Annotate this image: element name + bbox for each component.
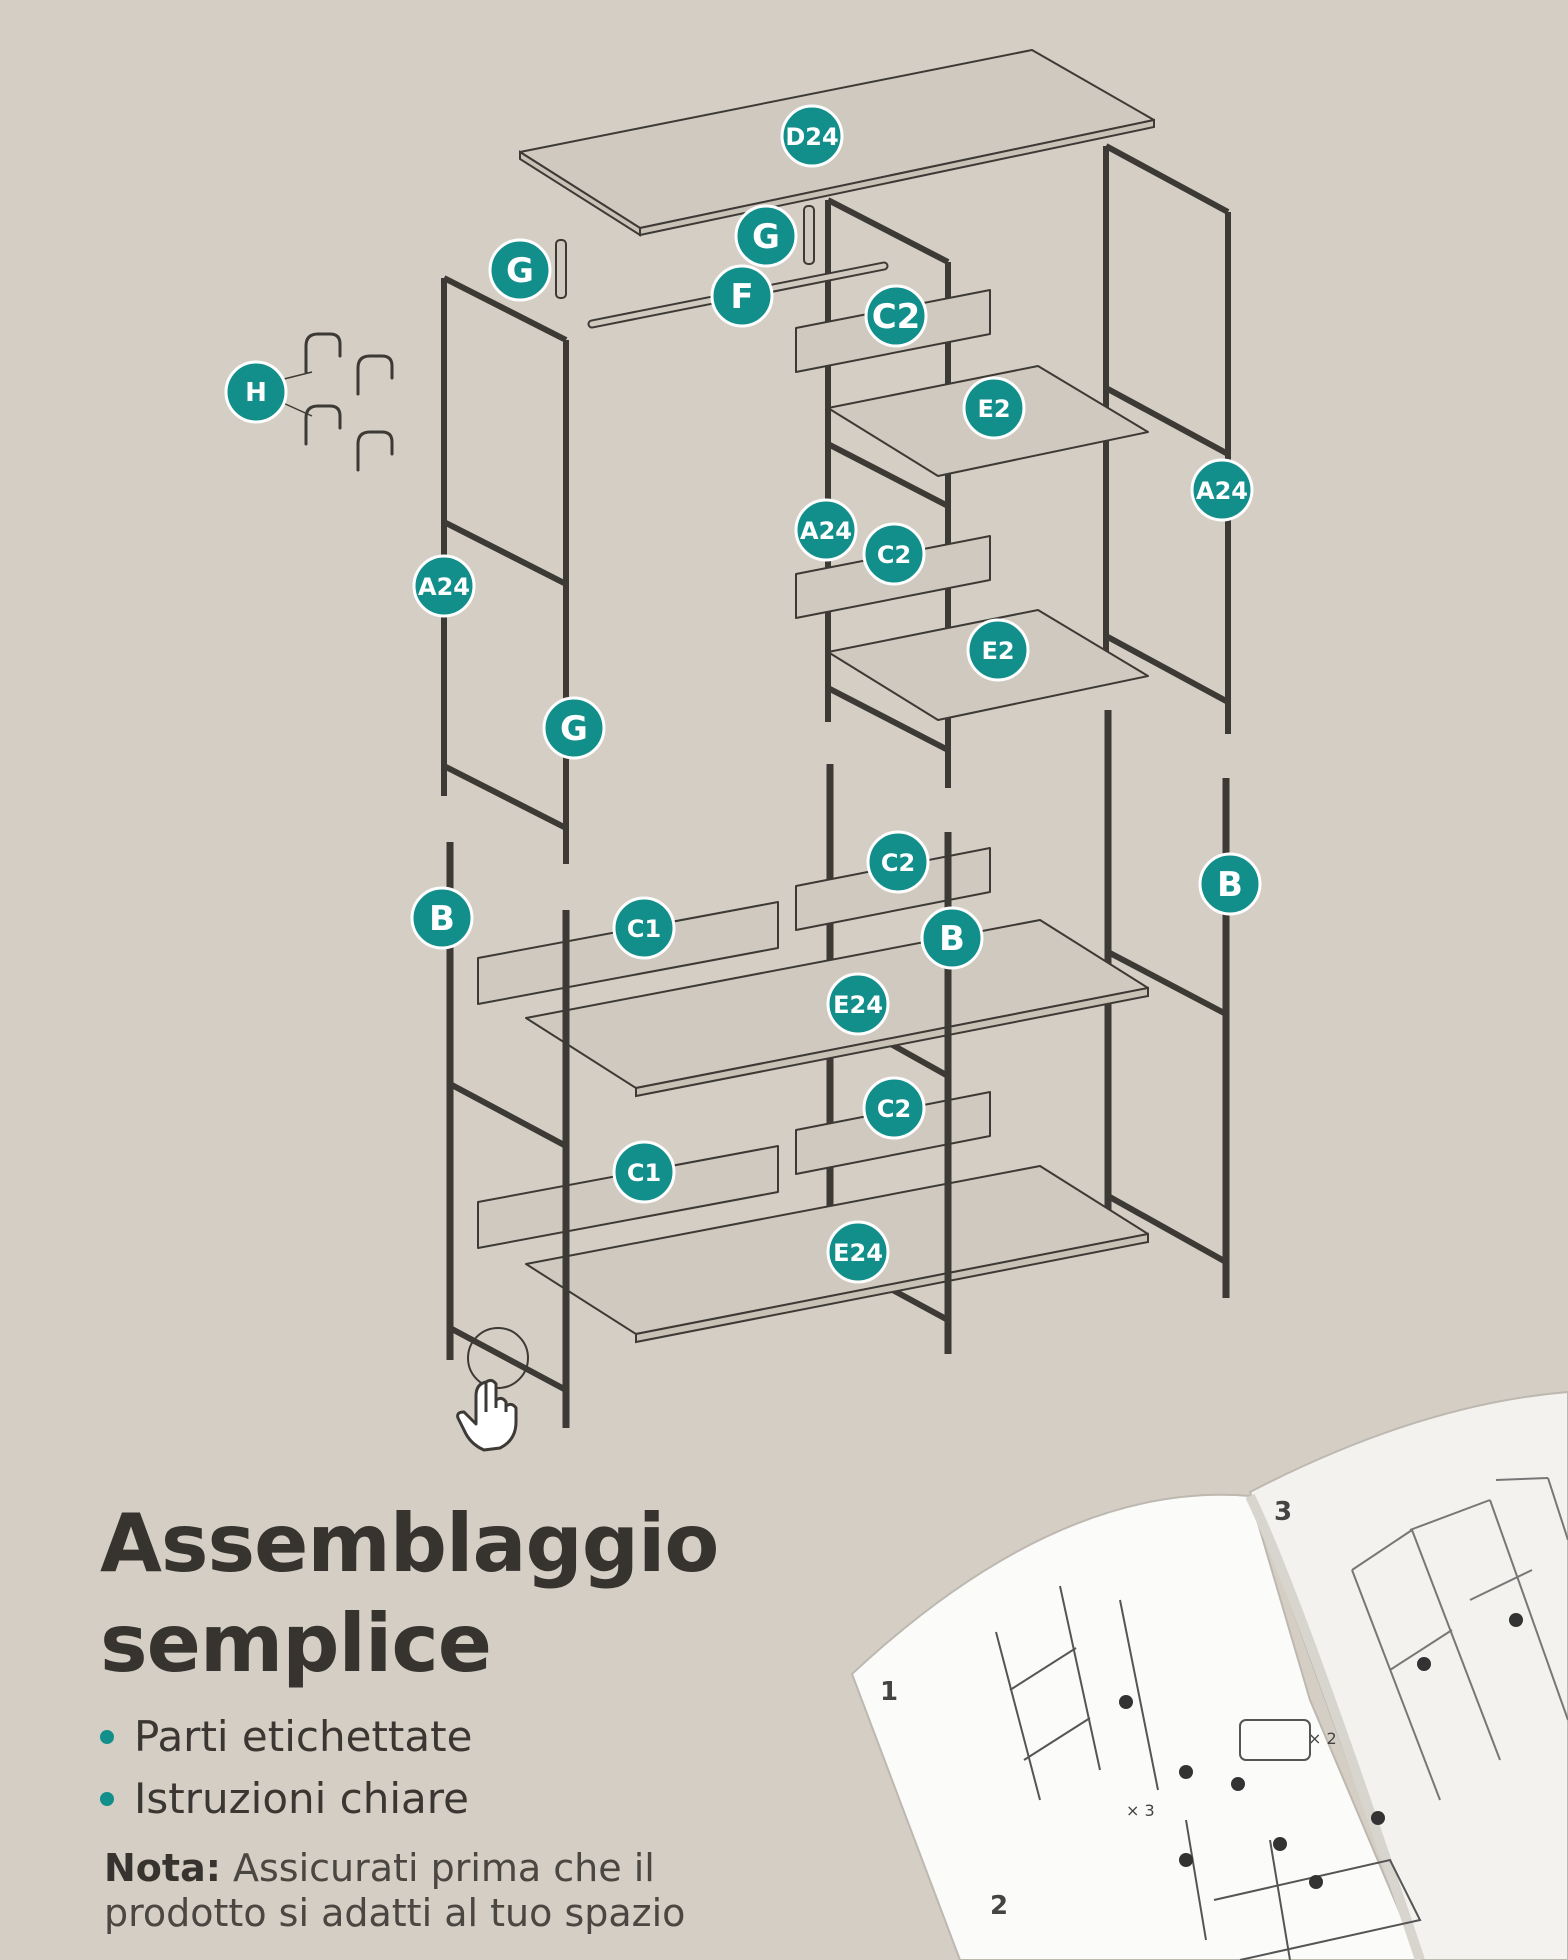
- svg-text:C1: C1: [627, 1159, 661, 1187]
- svg-text:C2: C2: [881, 849, 915, 877]
- lower-right-frame: [1104, 710, 1230, 1298]
- label-c2-lower-2: C2: [862, 1076, 926, 1140]
- feature-item: Istruzioni chiare: [100, 1768, 472, 1830]
- label-c2-upper-2: C2: [862, 522, 926, 586]
- svg-text:A24: A24: [418, 573, 470, 601]
- svg-text:E2: E2: [981, 637, 1014, 665]
- svg-text:C2: C2: [872, 297, 921, 337]
- svg-text:G: G: [560, 709, 588, 749]
- label-c2-upper-1: C2: [864, 284, 928, 348]
- label-d24: D24: [780, 104, 844, 168]
- bracket-left: [555, 239, 567, 299]
- feature-list: Parti etichettate Istruzioni chiare: [100, 1706, 472, 1830]
- svg-text:B: B: [1217, 865, 1243, 905]
- label-a24-right: A24: [1190, 458, 1254, 522]
- hook-icon: [304, 332, 394, 472]
- label-a24-left: A24: [412, 554, 476, 618]
- manual-step-1: 1: [880, 1677, 898, 1707]
- label-f: F: [710, 264, 774, 328]
- note-text: Assicurati prima che il prodotto si adat…: [104, 1846, 686, 1935]
- svg-text:A24: A24: [800, 517, 852, 545]
- label-g-side: G: [542, 696, 606, 760]
- label-e24-lower-1: E24: [826, 972, 890, 1036]
- instruction-booklet: 1 2 3 × 3 × 2: [850, 1390, 1568, 1960]
- note-label: Nota:: [104, 1846, 221, 1890]
- manual-qty-x3: × 3: [1126, 1801, 1155, 1820]
- svg-text:E24: E24: [833, 1239, 883, 1267]
- label-g-top-center: G: [734, 204, 798, 268]
- svg-text:C2: C2: [877, 1095, 911, 1123]
- label-c1-lower-2: C1: [612, 1140, 676, 1204]
- svg-text:C2: C2: [877, 541, 911, 569]
- svg-text:F: F: [730, 277, 753, 317]
- svg-text:G: G: [752, 217, 780, 257]
- label-e2-upper-1: E2: [962, 376, 1026, 440]
- bullet-dot-icon: [100, 1730, 114, 1744]
- svg-text:B: B: [939, 919, 965, 959]
- headline-line-2: semplice: [100, 1597, 492, 1690]
- label-h: H: [224, 360, 288, 424]
- manual-step-3: 3: [1274, 1497, 1292, 1527]
- headline-line-1: Assemblaggio: [100, 1497, 719, 1590]
- label-g-top-left: G: [488, 238, 552, 302]
- label-b-right: B: [1198, 852, 1262, 916]
- svg-text:E24: E24: [833, 991, 883, 1019]
- svg-text:G: G: [506, 251, 534, 291]
- detail-circle: [467, 1327, 529, 1389]
- svg-text:B: B: [429, 899, 455, 939]
- manual-step-2: 2: [990, 1891, 1008, 1921]
- svg-text:E2: E2: [977, 395, 1010, 423]
- svg-text:A24: A24: [1196, 477, 1248, 505]
- label-b-left: B: [410, 886, 474, 950]
- bracket-center: [803, 205, 815, 265]
- upper-right-frame: [1103, 143, 1231, 734]
- hand-pointer-icon: [456, 1378, 518, 1452]
- label-e24-lower-2: E24: [826, 1220, 890, 1284]
- feature-item: Parti etichettate: [100, 1706, 472, 1768]
- label-c2-lower-1: C2: [866, 830, 930, 894]
- note: Nota: Assicurati prima che il prodotto s…: [104, 1846, 824, 1936]
- label-e2-upper-2: E2: [966, 618, 1030, 682]
- label-c1-lower-1: C1: [612, 896, 676, 960]
- svg-text:D24: D24: [785, 123, 838, 151]
- bullet-dot-icon: [100, 1792, 114, 1806]
- svg-text:C1: C1: [627, 915, 661, 943]
- manual-qty-x2: × 2: [1308, 1729, 1337, 1748]
- svg-text:H: H: [245, 378, 267, 408]
- label-b-center: B: [920, 906, 984, 970]
- upper-left-frame: [441, 275, 569, 864]
- headline: Assemblaggio semplice: [100, 1494, 719, 1694]
- label-a24-center: A24: [794, 498, 858, 562]
